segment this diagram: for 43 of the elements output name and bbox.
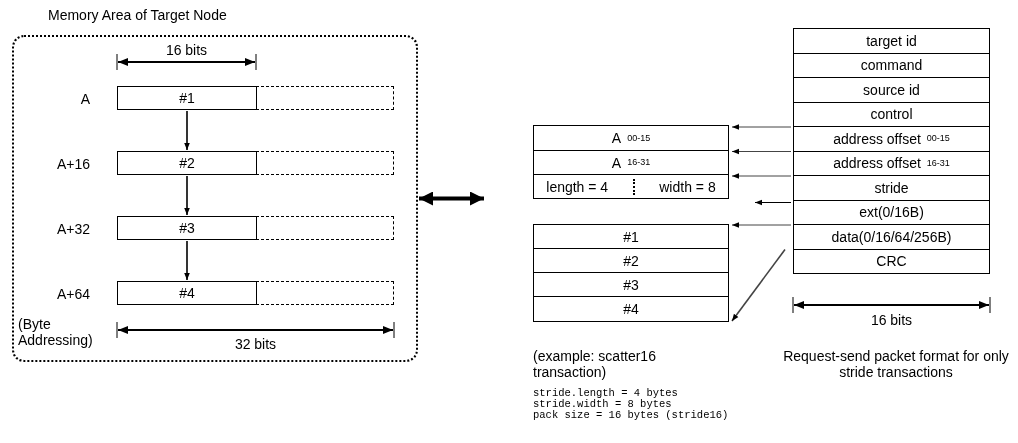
code-line: stride.length = 4 bytes [533,388,678,399]
field-value: width = 8 [659,179,716,194]
code-line: pack size = 16 bytes (stride16) [533,410,729,421]
format-caption: Request-send packet format for only stride transactions [782,348,1010,381]
dimension-label: 16 bits [164,42,209,59]
arrow [754,199,792,206]
packet-field-box: command [793,52,990,78]
unused-word-box [256,216,394,240]
address-label: A [80,91,90,108]
address-label: A+32 [56,221,90,238]
field-value: length = 4 [546,179,609,194]
packet-field-box: stride [793,175,990,201]
arrow [731,124,792,130]
packet-field-box: data(0/16/64/256B) [793,224,990,250]
dimension-label: 16 bits [869,312,914,329]
unused-word-box [256,151,394,175]
address-label: A+64 [56,286,90,303]
arrow [731,248,786,322]
arrow [731,222,792,228]
packet-field-box: ext(0/16B) [793,199,990,225]
code-line: stride.width = 8 bytes [533,399,672,410]
data-word-box: #4 [533,296,729,322]
arrow [184,175,190,216]
data-word-box: #3 [533,272,729,297]
double-arrow [419,191,484,206]
arrow [184,110,190,151]
data-word-box: #1 [533,224,729,249]
packet-field-box: source id [793,77,990,103]
arrow [731,148,792,155]
arrow [184,240,190,281]
addressing-note: (Byte Addressing) [18,316,94,349]
example-caption: (example: scatter16 transaction) [533,348,657,381]
data-word-box: #2 [533,248,729,273]
unused-word-box [256,281,394,305]
area-title: Memory Area of Target Node [48,7,227,24]
arrow [731,173,792,179]
packet-field-box: control [793,101,990,127]
dimension-label: 32 bits [233,336,278,353]
packet-field-box: CRC [793,248,990,274]
address-label: A+16 [56,156,90,173]
stride-box [533,174,729,199]
packet-field-box: target id [793,28,990,54]
unused-word-box [256,86,394,110]
